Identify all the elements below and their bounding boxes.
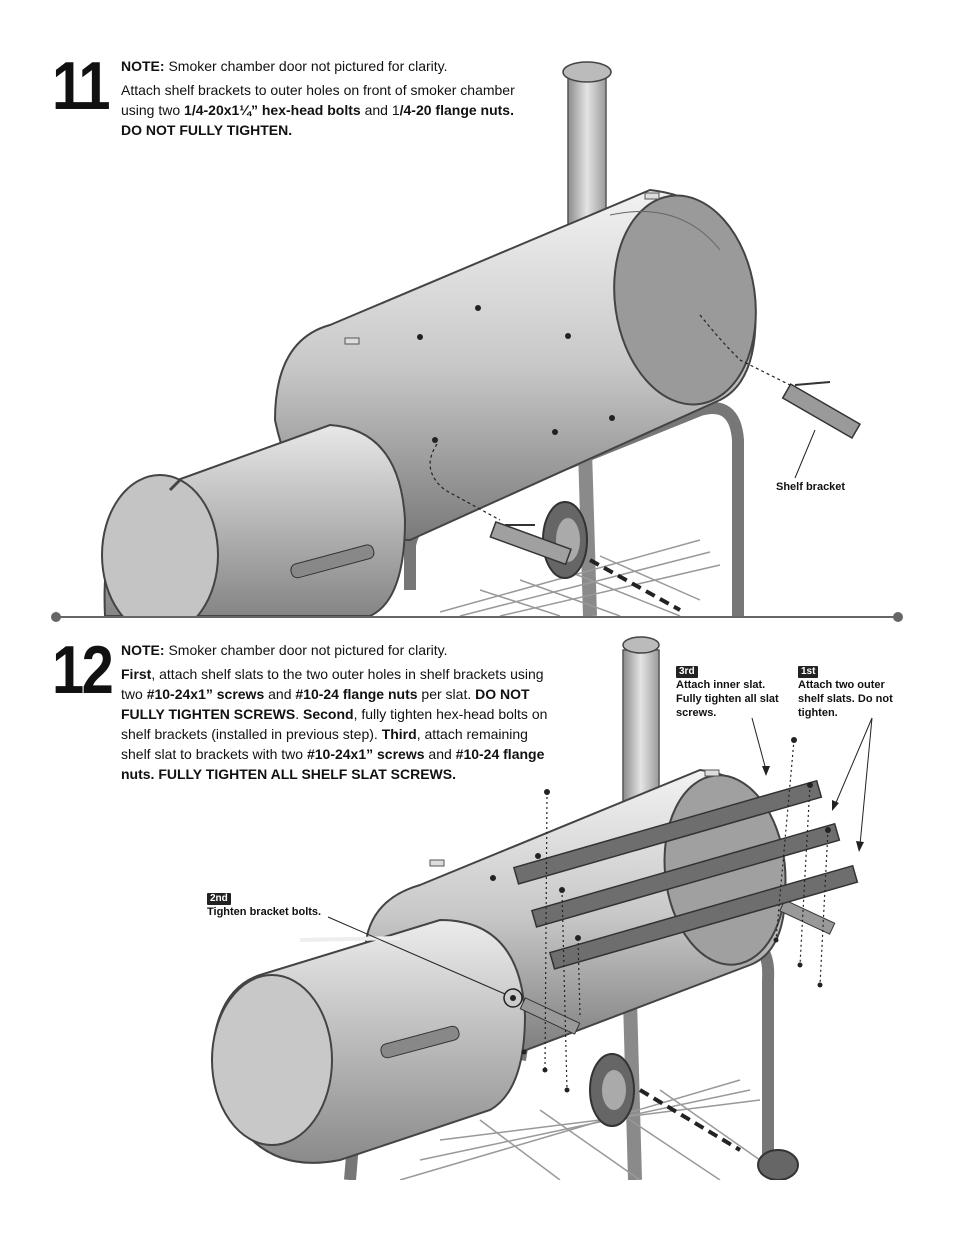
- step-11-note: NOTE: Smoker chamber door not pictured f…: [121, 58, 448, 74]
- shelf-slat-outer-1: [530, 822, 841, 928]
- bottom-grate: [399, 1079, 761, 1180]
- wheel-right: [757, 1149, 799, 1180]
- callout-1st-text: Attach two outer shelf slats. Do not tig…: [798, 679, 893, 719]
- step-12-note: NOTE: Smoker chamber door not pictured f…: [121, 642, 448, 658]
- divider-dot-right: [893, 612, 903, 622]
- step-11-smoker-illustration: [101, 61, 861, 616]
- callout-3rd: 3rd Attach inner slat. Fully tighten all…: [676, 664, 786, 720]
- bracket-bolt-highlight: [503, 988, 523, 1008]
- screw-lines: [544, 739, 829, 1091]
- callout-shelf-bracket: Shelf bracket: [776, 481, 846, 493]
- callout-2nd-badge: 2nd: [207, 893, 231, 905]
- callout-3rd-text: Attach inner slat. Fully tighten all sla…: [676, 679, 779, 719]
- callout-1st: 1st Attach two outer shelf slats. Do not…: [798, 664, 908, 720]
- step-11-body: Attach shelf brackets to outer holes on …: [121, 82, 515, 138]
- step-12-number: 12: [52, 632, 114, 708]
- step-11-instructions: NOTE: Smoker chamber door not pictured f…: [121, 56, 531, 144]
- step-12-smoker-illustration: [210, 636, 873, 1180]
- shelf-bracket-left: [489, 520, 572, 566]
- shelf-slat-outer-2: [548, 864, 859, 970]
- callout-2nd-text: Tighten bracket bolts.: [207, 906, 322, 918]
- step-divider: [56, 616, 898, 618]
- callout-1st-badge: 1st: [798, 666, 819, 678]
- step-12-instructions: NOTE: Smoker chamber door not pictured f…: [121, 640, 561, 788]
- shelf-bracket-right: [781, 383, 861, 439]
- shelf-slat-inner: [512, 779, 823, 885]
- step-12-body: First, attach shelf slats to the two out…: [121, 666, 548, 782]
- bottom-grate: [439, 539, 721, 616]
- divider-dot-left: [51, 612, 61, 622]
- callout-3rd-badge: 3rd: [676, 666, 698, 678]
- callout-2nd: 2nd Tighten bracket bolts.: [207, 891, 347, 919]
- step-11-number: 11: [52, 48, 111, 124]
